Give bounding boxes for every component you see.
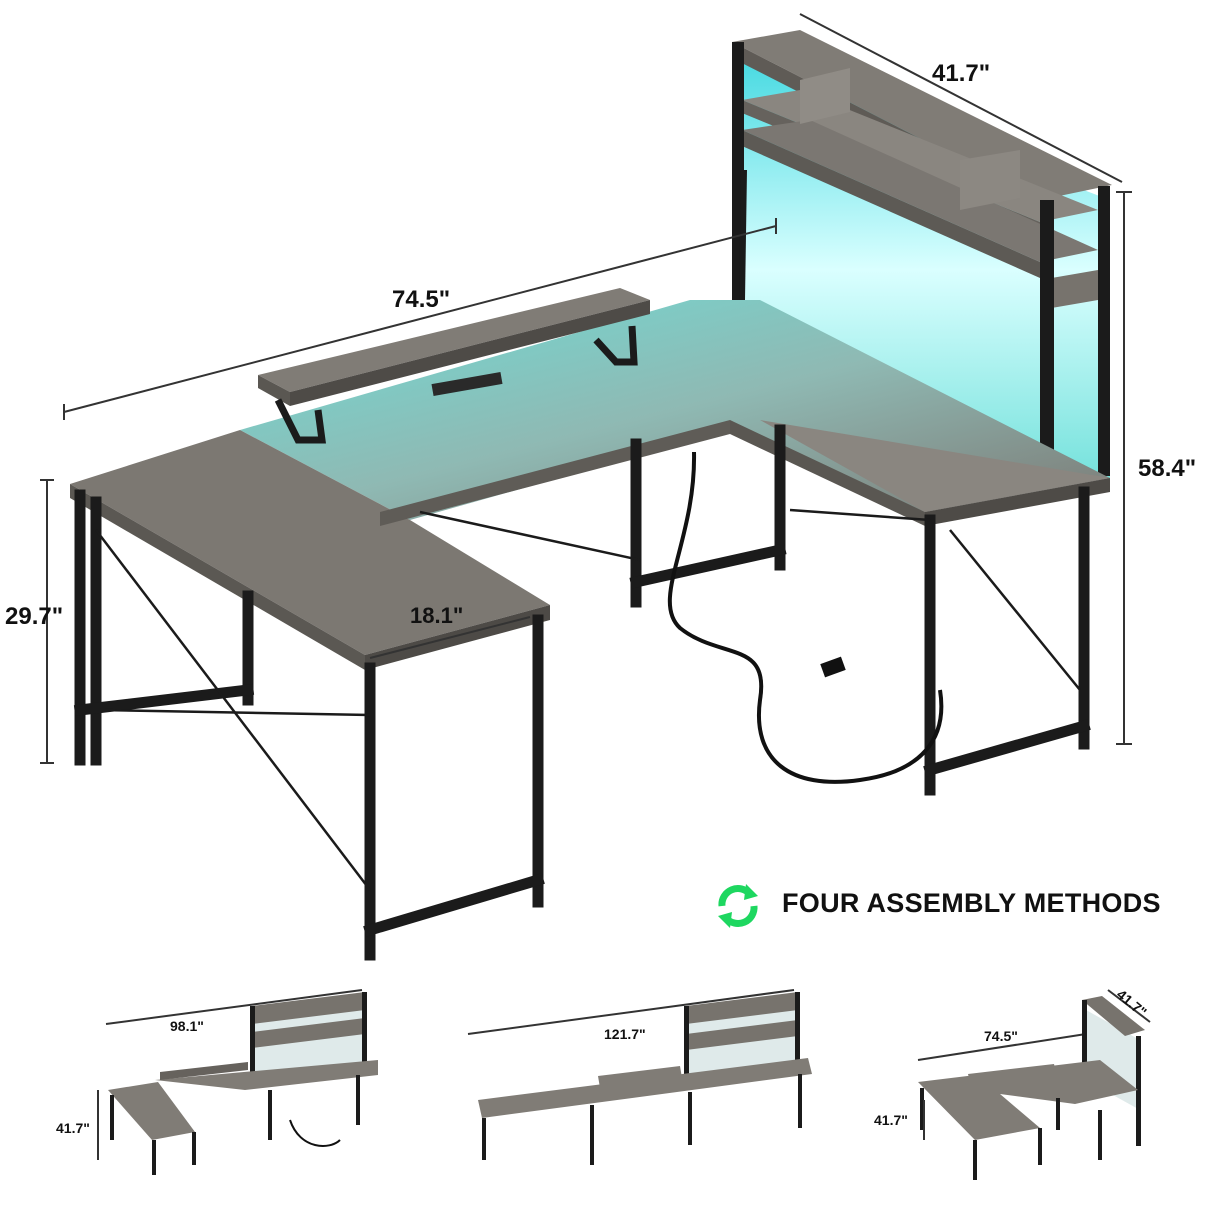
config-3-length: 74.5" <box>984 1028 1018 1044</box>
config-1-length: 98.1" <box>170 1018 204 1034</box>
dim-height-desk: 29.7" <box>5 603 64 630</box>
dim-width-hutch: 41.7" <box>932 60 991 87</box>
desk-frame <box>73 424 1091 961</box>
config-1-side: 41.7" <box>56 1120 90 1136</box>
config-2-illustration <box>467 989 812 1165</box>
main-desk <box>40 13 1132 961</box>
assembly-methods-heading: FOUR ASSEMBLY METHODS <box>782 888 1161 918</box>
dim-height-total: 58.4" <box>1138 455 1197 482</box>
cross-braces <box>95 508 1081 891</box>
refresh-arrows-icon <box>712 880 764 932</box>
dimension-lines <box>40 13 1132 764</box>
dim-depth: 18.1" <box>410 603 464 628</box>
hutch <box>732 30 1112 480</box>
config-2-length: 121.7" <box>604 1026 646 1042</box>
config-3-illustration <box>917 989 1151 1180</box>
monitor-stand <box>258 288 650 444</box>
config-3-side: 41.7" <box>874 1112 908 1128</box>
dim-width-back: 74.5" <box>392 286 451 313</box>
config-1-illustration <box>97 989 378 1175</box>
power-cord <box>667 451 944 784</box>
